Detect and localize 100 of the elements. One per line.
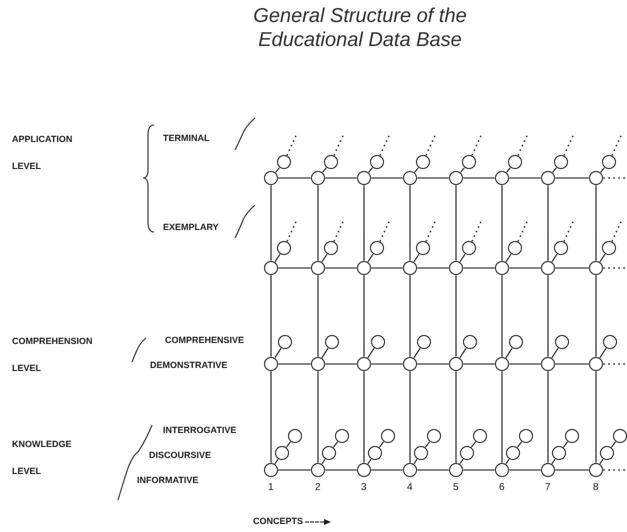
connector-line: [317, 185, 319, 261]
connector-line: [517, 219, 529, 242]
sublevel-label: INTERROGATIVE: [163, 425, 236, 436]
connector-line: [603, 267, 627, 269]
sublevel-label: EXEMPLARY: [163, 222, 219, 233]
connector-line: [278, 469, 311, 471]
connector-line: [274, 254, 280, 262]
node-circle: [416, 334, 431, 349]
connector-line: [611, 219, 623, 242]
sublevel-label: DISCOURSIVE: [149, 450, 212, 461]
connector-line: [517, 441, 522, 448]
connector-line: [270, 185, 272, 261]
connector-line: [417, 469, 449, 471]
connector-line: [322, 254, 328, 262]
connector-line: [471, 133, 483, 156]
connector-line: [371, 469, 403, 471]
connector-line: [278, 177, 311, 179]
node-circle: [448, 356, 463, 371]
node-circle: [588, 462, 603, 477]
connector-line: [325, 177, 357, 179]
node-circle: [588, 170, 603, 185]
connector-line: [509, 267, 541, 269]
connector-line: [322, 458, 326, 464]
connector-line: [463, 363, 495, 365]
node-circle: [494, 170, 509, 185]
axis-number: 2: [315, 482, 321, 493]
node-circle: [600, 446, 614, 460]
connector-line: [517, 133, 529, 156]
connector-line: [274, 348, 282, 358]
connector-line: [286, 441, 291, 448]
node-circle: [322, 446, 336, 460]
level-label: APPLICATION LEVEL: [12, 133, 74, 173]
node-circle: [506, 446, 520, 460]
node-circle: [310, 356, 325, 371]
connector-line: [363, 275, 365, 357]
connector-line: [322, 167, 327, 173]
node-circle: [554, 154, 568, 169]
node-circle: [552, 446, 566, 460]
connector-line: [552, 254, 558, 262]
connector-line: [417, 363, 449, 365]
connector-line: [459, 348, 467, 358]
connector-line: [599, 348, 607, 358]
connector-line: [506, 458, 510, 464]
node-circle: [554, 240, 568, 255]
node-circle: [448, 260, 463, 275]
axis-number: 5: [453, 482, 459, 493]
node-circle: [612, 428, 627, 443]
connector-line: [547, 275, 549, 357]
node-circle: [278, 334, 292, 349]
node-circle: [402, 462, 417, 477]
connector-line: [417, 267, 449, 269]
connector-line: [270, 371, 272, 463]
node-circle: [264, 462, 278, 477]
connector-line: [552, 167, 557, 173]
node-circle: [416, 240, 430, 255]
node-circle: [508, 154, 522, 169]
node-circle: [288, 428, 302, 443]
connector-line: [611, 441, 616, 448]
node-circle: [274, 446, 289, 460]
connector-line: [555, 177, 589, 179]
connector-line: [509, 469, 541, 471]
connector-line: [506, 254, 512, 262]
connector-line: [368, 254, 374, 262]
connector-line: [368, 167, 373, 173]
connector-line: [363, 371, 365, 463]
connector-line: [563, 133, 575, 156]
node-circle: [448, 462, 463, 477]
node-circle: [448, 170, 463, 185]
connector-line: [275, 167, 280, 173]
connector-line: [333, 219, 345, 242]
connector-line: [509, 177, 541, 179]
connector-line: [278, 267, 311, 269]
connector-line: [413, 348, 421, 358]
connector-line: [409, 275, 411, 357]
connector-line: [417, 177, 449, 179]
node-circle: [426, 428, 441, 443]
connector-line: [603, 363, 627, 365]
connector-line: [325, 267, 357, 269]
node-circle: [310, 170, 325, 185]
node-circle: [540, 170, 555, 185]
connector-line: [600, 167, 605, 173]
connector-line: [325, 469, 357, 471]
node-circle: [310, 260, 325, 275]
connector-line: [371, 363, 403, 365]
connector-line: [611, 133, 623, 156]
node-circle: [402, 170, 417, 185]
node-circle: [264, 356, 278, 371]
level-label: KNOWLEDGE LEVEL: [12, 438, 72, 478]
node-circle: [416, 154, 430, 169]
node-circle: [356, 462, 371, 477]
connector-line: [455, 185, 457, 261]
node-circle: [324, 154, 338, 169]
connector-line: [455, 371, 457, 463]
node-circle: [276, 154, 291, 169]
connector-line: [414, 167, 419, 173]
node-circle: [334, 428, 349, 443]
sublevel-label: DEMONSTRATIVE: [150, 360, 228, 371]
connector-line: [595, 185, 597, 261]
connector-line: [425, 133, 437, 156]
connector-line: [463, 267, 495, 269]
